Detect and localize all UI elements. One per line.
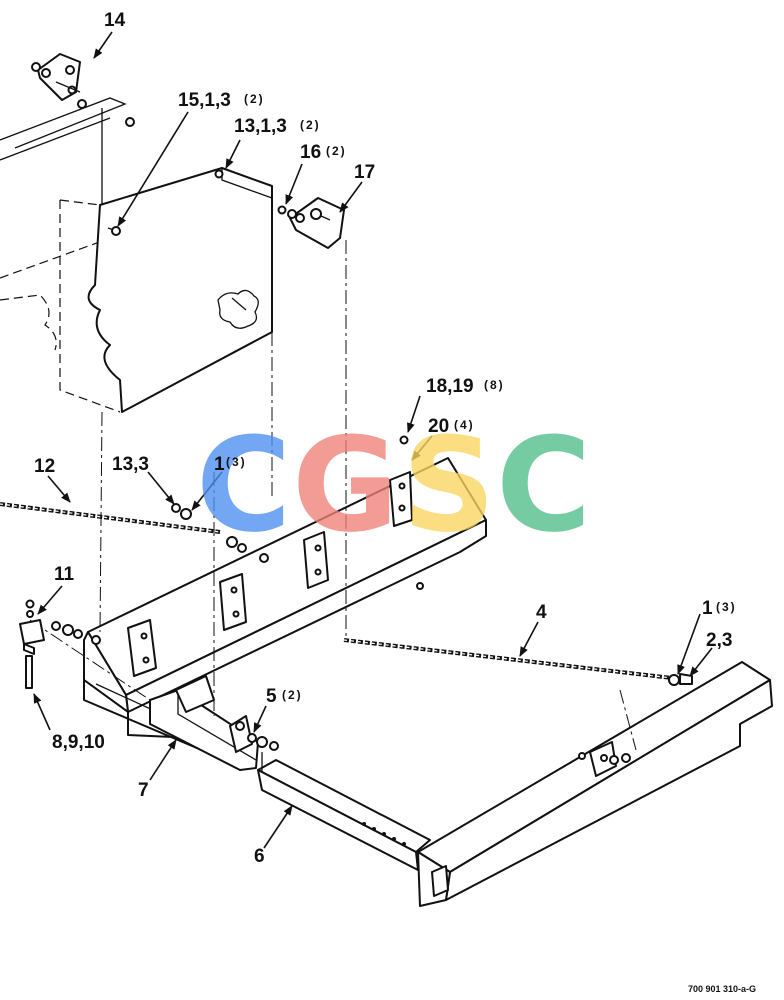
- callout-16-qty: (2): [326, 144, 347, 158]
- callout-labels: 14 15,1,3 (2) 13,1,3 (2) 16 (2) 17 18,19…: [34, 10, 737, 867]
- drawing-code: 700 901 310-a-G: [688, 984, 756, 994]
- callout-12: 12: [34, 456, 55, 477]
- bracket-17: [277, 197, 345, 249]
- watermark-letter-s: S: [402, 409, 496, 561]
- callout-13-qty: (2): [300, 118, 321, 132]
- callout-18-19: 18,19: [426, 376, 474, 397]
- callout-20-qty: (4): [454, 418, 475, 432]
- callout-20: 20: [428, 416, 449, 437]
- alignment-lines: [29, 240, 637, 751]
- pin-hardware-5: [247, 435, 409, 751]
- callout-15-qty: (2): [244, 92, 265, 106]
- bolt-13-top: [214, 169, 224, 179]
- callout-1-left-qty: (3): [226, 455, 247, 469]
- callout-1-right-qty: (3): [716, 600, 737, 614]
- callout-14: 14: [104, 10, 126, 31]
- watermark-letter-c1: C: [196, 409, 291, 561]
- callout-5: 5: [266, 686, 277, 707]
- bolt-head-top-left: [125, 117, 135, 127]
- cgsc-watermark: C G S C: [196, 409, 591, 561]
- callout-11: 11: [54, 564, 75, 585]
- callout-18-qty: (8): [484, 378, 505, 392]
- bolt-15: [107, 226, 121, 236]
- callout-4: 4: [536, 602, 547, 623]
- callout-8-9-10: 8,9,10: [52, 732, 105, 753]
- watermark-letter-c2: C: [496, 409, 591, 561]
- callout-13-3: 13,3: [112, 454, 149, 475]
- callout-13-1-3-top: 13,1,3: [234, 116, 287, 137]
- callout-6: 6: [254, 846, 265, 867]
- callout-1-left: 1: [214, 454, 225, 475]
- chain-12: [0, 502, 247, 553]
- callout-2-3: 2,3: [706, 630, 732, 651]
- watermark-letter-g: G: [292, 409, 399, 561]
- callout-7: 7: [138, 780, 149, 801]
- chain-4: [343, 638, 693, 686]
- leader-lines: [33, 31, 713, 849]
- hitch-tube-6: [257, 752, 431, 871]
- callout-16: 16: [300, 142, 321, 163]
- callout-17: 17: [354, 162, 375, 183]
- main-frame: [83, 457, 487, 771]
- crossbeam: [417, 661, 773, 907]
- callout-15-1-3: 15,1,3: [178, 90, 231, 111]
- stand-bracket-11: [19, 599, 83, 689]
- callout-5-qty: (2): [282, 688, 303, 702]
- header-frame-section: [0, 97, 273, 413]
- bracket-14: [31, 53, 87, 109]
- callout-1-right: 1: [702, 598, 713, 619]
